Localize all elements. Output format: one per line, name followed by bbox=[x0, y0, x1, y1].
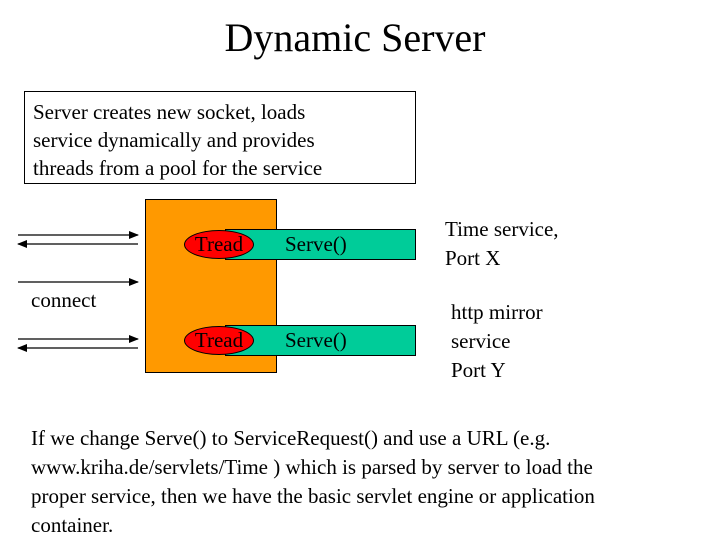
serve-label-http: Serve() bbox=[285, 328, 347, 352]
http-mirror-service-label: http mirror service Port Y bbox=[451, 298, 543, 385]
description-line: Server creates new socket, loads bbox=[33, 100, 306, 124]
thread-ellipse-http: Tread bbox=[184, 326, 254, 355]
explanation-line: container. bbox=[31, 513, 114, 537]
description-line: service dynamically and provides bbox=[33, 128, 315, 152]
connect-label: connect bbox=[31, 288, 97, 312]
slide-title: Dynamic Server bbox=[224, 15, 486, 60]
description-box: Server creates new socket, loads service… bbox=[24, 91, 416, 184]
http-mirror-line: Port Y bbox=[451, 358, 506, 382]
description-line: threads from a pool for the service bbox=[33, 156, 323, 180]
time-service-line: Time service, bbox=[445, 217, 559, 241]
http-mirror-line: service bbox=[451, 329, 511, 353]
http-mirror-line: http mirror bbox=[451, 300, 543, 324]
time-service-label: Time service, Port X bbox=[445, 215, 559, 273]
explanation-line: proper service, then we have the basic s… bbox=[31, 484, 595, 508]
thread-ellipse-time: Tread bbox=[184, 230, 254, 259]
serve-label-time: Serve() bbox=[285, 232, 347, 256]
time-service-line: Port X bbox=[445, 246, 501, 270]
explanation-line: www.kriha.de/servlets/Time ) which is pa… bbox=[31, 455, 593, 479]
explanation-line: If we change Serve() to ServiceRequest()… bbox=[31, 426, 551, 450]
servlet-explanation: If we change Serve() to ServiceRequest()… bbox=[31, 424, 701, 540]
